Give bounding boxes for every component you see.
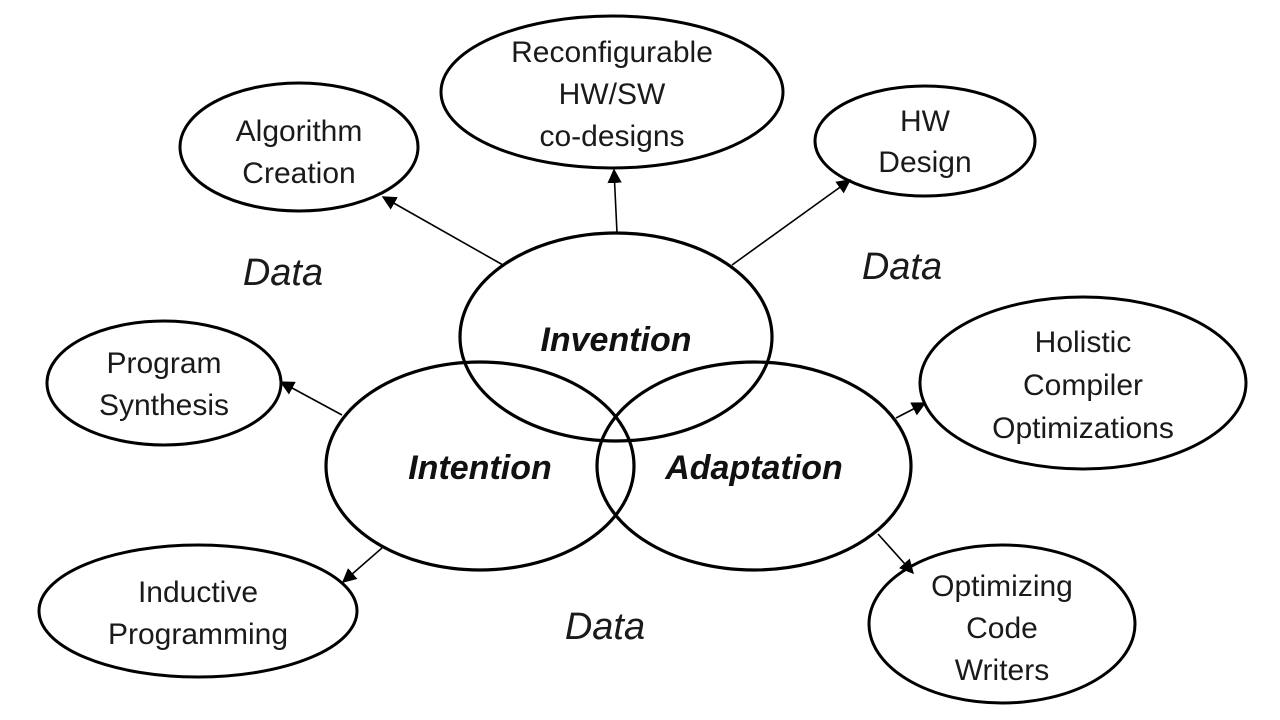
arrow-to-holistic-compiler (895, 402, 927, 419)
algorithm-creation-line-1: Algorithm (236, 115, 363, 148)
reconfigurable-line-2: HW/SW (559, 78, 666, 111)
node-reconfigurable (439, 14, 785, 170)
reconfigurable-line-3: co-designs (539, 120, 684, 153)
arrow-to-reconfigurable (607, 168, 622, 234)
data-label-bottom: Data (565, 606, 645, 648)
hw-design-line-2: Design (878, 146, 971, 179)
arrow-to-inductive-programming (341, 547, 383, 583)
core-invention (458, 231, 774, 443)
core-adaptation-label: Adaptation (664, 449, 843, 487)
holistic-compiler-line-3: Optimizations (992, 412, 1174, 445)
inductive-programming-line-2: Programming (108, 618, 288, 651)
node-program-synthesis (45, 319, 283, 447)
optimizing-code-line-1: Optimizing (931, 570, 1073, 603)
arrow-to-algorithm-creation (381, 196, 504, 266)
node-inductive-programming (37, 543, 359, 679)
algorithm-creation-line-2: Creation (242, 157, 355, 190)
holistic-compiler-line-2: Compiler (1023, 369, 1143, 402)
core-intention (324, 360, 636, 572)
arrow-to-hw-design (731, 179, 852, 266)
program-synthesis-line-2: Synthesis (99, 389, 229, 422)
program-synthesis-line-1: Program (106, 347, 221, 380)
optimizing-code-line-3: Writers (955, 654, 1049, 687)
node-algorithm-creation (178, 81, 420, 213)
arrow-to-program-synthesis (279, 381, 343, 416)
data-label-right: Data (862, 246, 942, 288)
arrow-to-optimizing-code (877, 533, 914, 575)
node-holistic-compiler (918, 295, 1248, 471)
node-hw-design (813, 84, 1037, 198)
core-adaptation (595, 360, 913, 572)
core-invention-label: Invention (540, 321, 691, 359)
optimizing-code-line-2: Code (966, 612, 1038, 645)
core-intention-label: Intention (408, 449, 552, 487)
reconfigurable-line-1: Reconfigurable (511, 36, 713, 69)
inductive-programming-line-1: Inductive (138, 576, 258, 609)
hw-design-line-1: HW (900, 105, 951, 138)
data-label-left: Data (243, 252, 323, 294)
holistic-compiler-line-1: Holistic (1035, 326, 1132, 359)
node-optimizing-code (867, 543, 1137, 705)
